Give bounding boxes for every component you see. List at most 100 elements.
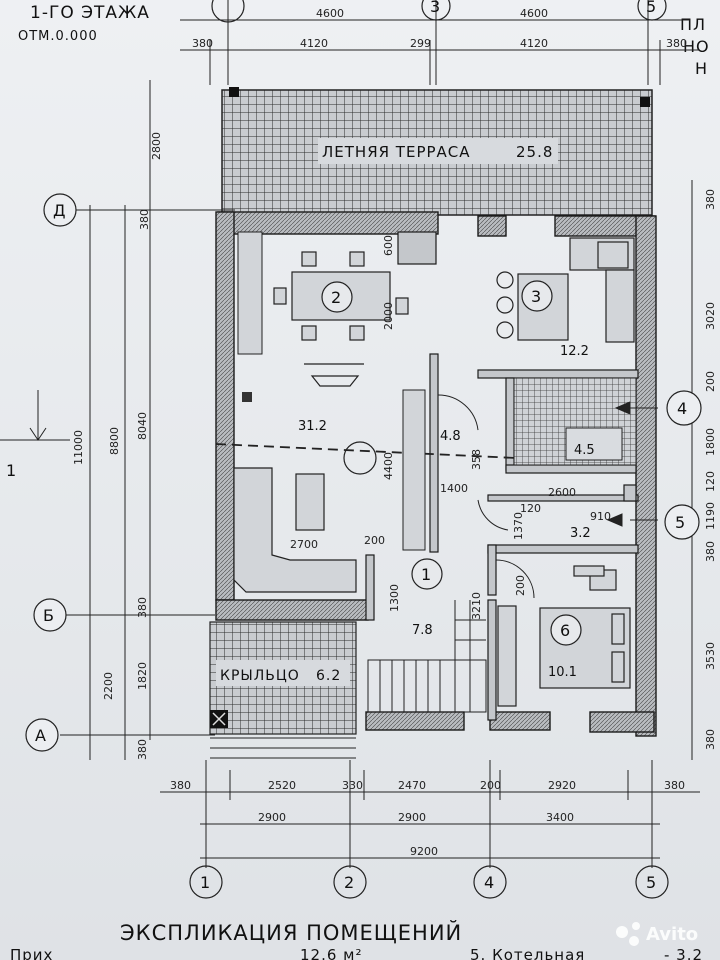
left-dimension-lines (0, 80, 235, 760)
dim-bottom-2900-a: 2900 (258, 811, 286, 824)
dim-bottom-2920: 2920 (548, 779, 576, 792)
axis-marker-bottom-4 (473, 865, 507, 899)
axis-label-top-3: 3 (430, 0, 440, 16)
explication-row-left: Прих (10, 946, 53, 960)
dim-left-2800: 2800 (150, 132, 163, 160)
dim-inner-200-a: 200 (364, 534, 385, 547)
section-cut-line (215, 443, 517, 459)
dim-right-380-b: 380 (704, 541, 717, 562)
door-arc-bedroom (495, 559, 535, 599)
dim-inner-910: 910 (590, 510, 611, 523)
room-3-marker (521, 280, 553, 312)
dim-bottom-2470: 2470 (398, 779, 426, 792)
area-boiler-5: 3.2 (570, 526, 591, 541)
dim-top-380-a: 380 (192, 37, 213, 50)
dim-inner-4400: 4400 (382, 452, 395, 480)
boiler-room-4-label-box (565, 427, 623, 461)
dim-left-2200: 2200 (102, 672, 115, 700)
axis-marker-B (33, 598, 67, 632)
terrace-area: 25.8 (516, 143, 553, 161)
dim-inner-2700: 2700 (290, 538, 318, 551)
interior-walls (365, 231, 639, 721)
plan-level: ОТМ.0.000 (18, 29, 98, 44)
axis-marker-right-5 (664, 504, 700, 540)
area-entry: 7.8 (412, 623, 433, 638)
axis-marker-top-5 (637, 0, 667, 21)
area-living-room: 31.2 (298, 419, 327, 434)
dim-bottom-2900-b: 2900 (398, 811, 426, 824)
dim-top-380-b: 380 (666, 37, 687, 50)
dim-bottom-330: 330 (342, 779, 363, 792)
terrace-label: ЛЕТНЯЯ ТЕРРАСА (322, 143, 471, 161)
dim-bottom-380-a: 380 (170, 779, 191, 792)
door-arc-hall (437, 394, 479, 431)
door-arc-boiler (477, 499, 509, 531)
axis-label-B: Б (43, 606, 54, 625)
dim-inner-3210: 3210 (470, 592, 483, 620)
dim-bottom-3400: 3400 (546, 811, 574, 824)
dim-left-380-a: 380 (138, 209, 151, 230)
axis-label-D: Д (53, 201, 66, 220)
porch-area: 6.2 (316, 668, 341, 684)
explication-row-right: 5. Котельная (470, 946, 585, 960)
axis-marker-bottom-1 (189, 865, 223, 899)
area-hall: 4.8 (440, 429, 461, 444)
axis-label-bottom-4: 4 (484, 873, 494, 892)
room-6-number: 6 (560, 621, 570, 640)
avito-watermark: Avito (616, 922, 698, 946)
right-title-fragment-1: ПЛ (680, 15, 706, 34)
dim-right-3530: 3530 (704, 642, 717, 670)
axis-label-top-5: 5 (646, 0, 656, 16)
area-kitchen: 12.2 (560, 344, 589, 359)
room-6-marker (550, 614, 582, 646)
exterior-walls (215, 211, 657, 737)
dim-bottom-2520: 2520 (268, 779, 296, 792)
axis-label-right-4: 4 (677, 399, 687, 418)
dim-left-380-c: 380 (136, 739, 149, 760)
dim-inner-1300: 1300 (388, 584, 401, 612)
dim-inner-600: 600 (382, 235, 395, 256)
dim-left-8800: 8800 (108, 427, 121, 455)
dim-right-1800: 1800 (704, 428, 717, 456)
right-title-fragment-2: НО (683, 37, 710, 56)
dim-top-4600-a: 4600 (316, 7, 344, 20)
explication-title: ЭКСПЛИКАЦИЯ ПОМЕЩЕНИЙ (120, 920, 462, 945)
dim-left-8040: 8040 (136, 412, 149, 440)
lamp-marker (242, 392, 252, 402)
explication-row-left-value: 12.6 м² (300, 946, 363, 960)
axis-marker-A (25, 718, 59, 752)
right-title-fragment-3: Н (695, 59, 708, 78)
porch-label: КРЫЛЬЦО (220, 668, 300, 684)
terrace-post-left (229, 87, 239, 97)
column-symbol (343, 441, 377, 475)
area-bedroom: 10.1 (548, 665, 577, 680)
porch-post-mark (212, 712, 226, 726)
axis-label-bottom-2: 2 (344, 873, 354, 892)
dim-left-380-b: 380 (136, 597, 149, 618)
staircase (367, 600, 487, 713)
axis-marker-bottom-2 (333, 865, 367, 899)
axis-marker-top-left (211, 0, 245, 23)
room-3-number: 3 (531, 287, 541, 306)
dim-right-380-a: 380 (704, 189, 717, 210)
terrace-post-right (640, 97, 650, 107)
area-boiler-4: 4.5 (574, 443, 595, 458)
sofa (233, 467, 357, 593)
watermark-text: Avito (646, 924, 698, 945)
dim-right-1190: 1190 (704, 502, 717, 530)
dim-right-200: 200 (704, 371, 717, 392)
room-1-marker (411, 558, 443, 590)
dim-bottom-200: 200 (480, 779, 501, 792)
terrace-label-box (318, 138, 558, 164)
explication-row-right-value: - 3.2 (664, 946, 703, 960)
dim-inner-120: 120 (520, 502, 541, 515)
dim-bottom-380-b: 380 (664, 779, 685, 792)
axis-marker-right-4 (666, 390, 702, 426)
dim-inner-2600: 2600 (548, 486, 576, 499)
axis-label-bottom-1: 1 (200, 873, 210, 892)
kitchen-stools (496, 271, 514, 339)
dim-right-120: 120 (704, 471, 717, 492)
dim-inner-1400: 1400 (440, 482, 468, 495)
